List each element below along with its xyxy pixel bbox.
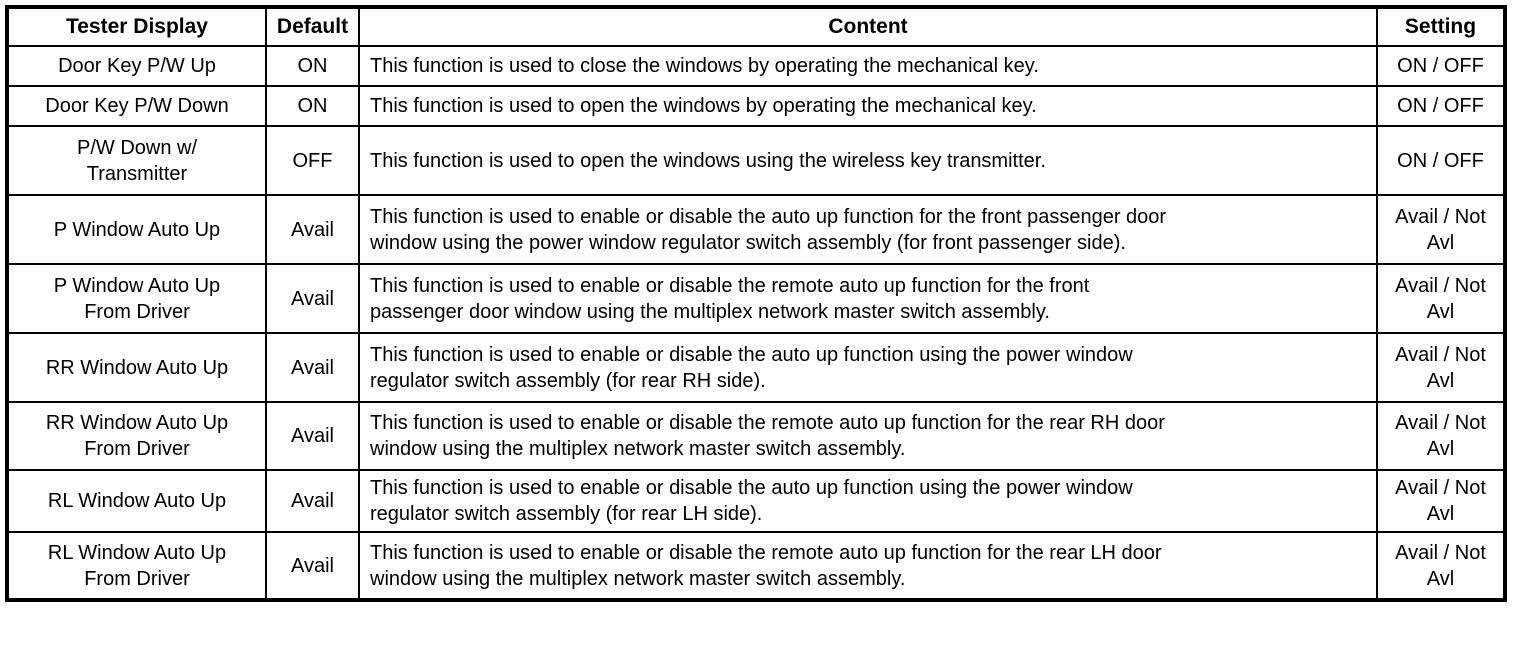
cell-content: This function is used to enable or disab…	[358, 263, 1378, 334]
tester-display-line: RL Window Auto Up	[47, 541, 227, 564]
tester-display-line: From Driver	[84, 438, 190, 460]
cell-tester-display: RL Window Auto Up From Driver	[6, 531, 267, 601]
table-row: P Window Auto Up From Driver Avail This …	[6, 263, 1506, 334]
content-line: regulator switch assembly (for rear RH s…	[370, 369, 766, 392]
column-header-tester-display: Tester Display	[6, 6, 267, 47]
cell-tester-display: RR Window Auto Up From Driver	[6, 401, 267, 471]
cell-setting: Avail / Not Avl	[1376, 332, 1506, 403]
tester-display-line: RR Window Auto Up	[45, 412, 229, 434]
content-line: This function is used to enable or disab…	[370, 205, 1167, 228]
content-line: passenger door window using the multiple…	[370, 300, 1050, 323]
cell-tester-display: Door Key P/W Up	[6, 45, 267, 87]
table-header-row: Tester Display Default Content Setting	[6, 6, 1506, 47]
cell-content: This function is used to enable or disab…	[358, 401, 1378, 471]
cell-content: This function is used to enable or disab…	[358, 469, 1378, 533]
content-line: window using the multiplex network maste…	[370, 438, 906, 460]
content-line: This function is used to enable or disab…	[370, 412, 1165, 434]
content-line: This function is used to open the window…	[370, 95, 1037, 117]
cell-tester-display: P/W Down w/ Transmitter	[6, 125, 267, 196]
cell-setting: Avail / Not Avl	[1376, 401, 1506, 471]
tester-display-line: P/W Down w/	[76, 136, 198, 159]
cell-setting: Avail / Not Avl	[1376, 531, 1506, 601]
cell-tester-display: P Window Auto Up From Driver	[6, 263, 267, 334]
cell-content: This function is used to enable or disab…	[358, 531, 1378, 601]
content-line: This function is used to close the windo…	[370, 55, 1039, 77]
tester-display-line: P Window Auto Up	[53, 274, 221, 297]
cell-default: Avail	[265, 263, 360, 334]
content-line: regulator switch assembly (for rear LH s…	[370, 503, 763, 525]
table-row: P Window Auto Up Avail This function is …	[6, 194, 1506, 265]
cell-content: This function is used to enable or disab…	[358, 332, 1378, 403]
cell-content: This function is used to enable or disab…	[358, 194, 1378, 265]
cell-default: Avail	[265, 469, 360, 533]
content-line: This function is used to enable or disab…	[370, 343, 1133, 366]
cell-default: Avail	[265, 194, 360, 265]
tester-display-line: Door Key P/W Down	[45, 95, 229, 117]
content-line: This function is used to enable or disab…	[370, 541, 1162, 564]
content-line: window using the power window regulator …	[370, 231, 1126, 254]
cell-setting: Avail / Not Avl	[1376, 263, 1506, 334]
tester-display-line: From Driver	[84, 567, 190, 590]
table-row: RL Window Auto Up Avail This function is…	[6, 469, 1506, 533]
table-body: Door Key P/W Up ON This function is used…	[6, 45, 1506, 601]
content-line: window using the multiplex network maste…	[370, 567, 906, 590]
cell-content: This function is used to open the window…	[358, 85, 1378, 127]
cell-default: Avail	[265, 401, 360, 471]
cell-default: Avail	[265, 531, 360, 601]
column-header-content: Content	[358, 6, 1378, 47]
cell-setting: Avail / Not Avl	[1376, 194, 1506, 265]
cell-default: OFF	[265, 125, 360, 196]
tester-display-line: From Driver	[84, 300, 190, 323]
tester-display-line: RL Window Auto Up	[47, 490, 227, 512]
table-row: Door Key P/W Up ON This function is used…	[6, 45, 1506, 87]
cell-tester-display: Door Key P/W Down	[6, 85, 267, 127]
table-row: RR Window Auto Up Avail This function is…	[6, 332, 1506, 403]
tester-display-line: Transmitter	[86, 162, 188, 185]
column-header-setting: Setting	[1376, 6, 1506, 47]
table-row: RL Window Auto Up From Driver Avail This…	[6, 531, 1506, 601]
cell-setting: Avail / Not Avl	[1376, 469, 1506, 533]
cell-default: ON	[265, 45, 360, 87]
cell-tester-display: RR Window Auto Up	[6, 332, 267, 403]
cell-tester-display: RL Window Auto Up	[6, 469, 267, 533]
column-header-default: Default	[265, 6, 360, 47]
cell-setting: ON / OFF	[1376, 85, 1506, 127]
tester-display-line: P Window Auto Up	[53, 218, 221, 241]
cell-setting: ON / OFF	[1376, 45, 1506, 87]
content-line: This function is used to enable or disab…	[370, 477, 1133, 499]
table-row: Door Key P/W Down ON This function is us…	[6, 85, 1506, 127]
cell-content: This function is used to open the window…	[358, 125, 1378, 196]
table-row: P/W Down w/ Transmitter OFF This functio…	[6, 125, 1506, 196]
content-line: This function is used to open the window…	[370, 149, 1046, 172]
table-row: RR Window Auto Up From Driver Avail This…	[6, 401, 1506, 471]
tester-display-line: RR Window Auto Up	[45, 356, 229, 379]
customize-parameters-table: Tester Display Default Content Setting D…	[5, 5, 1507, 602]
cell-default: ON	[265, 85, 360, 127]
cell-content: This function is used to close the windo…	[358, 45, 1378, 87]
cell-tester-display: P Window Auto Up	[6, 194, 267, 265]
tester-display-line: Door Key P/W Up	[58, 55, 216, 77]
table-header: Tester Display Default Content Setting	[6, 6, 1506, 47]
content-line: This function is used to enable or disab…	[370, 274, 1090, 297]
cell-setting: ON / OFF	[1376, 125, 1506, 196]
cell-default: Avail	[265, 332, 360, 403]
